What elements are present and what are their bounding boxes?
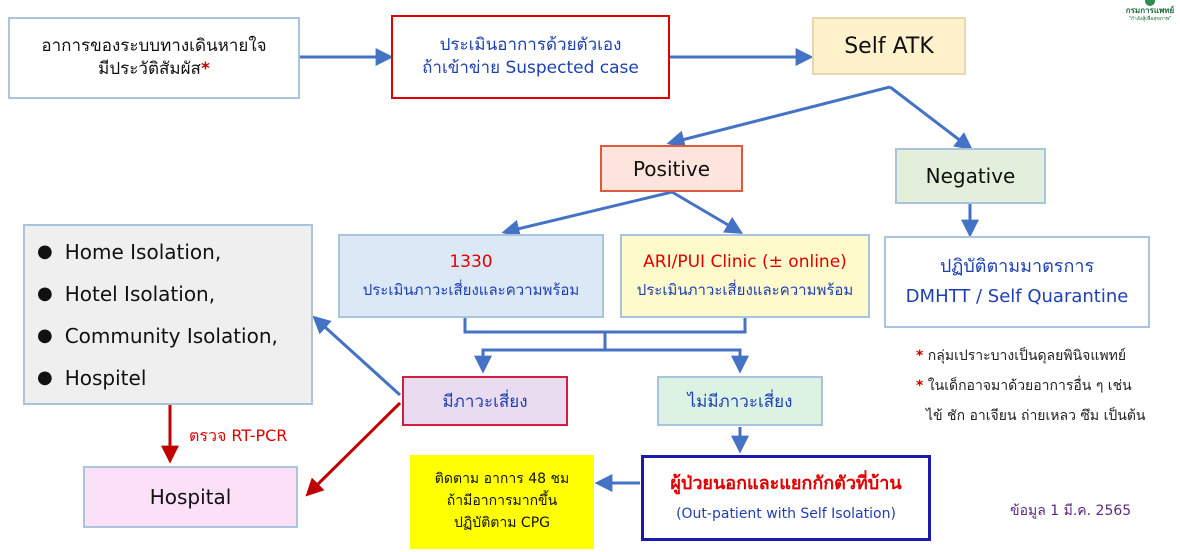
arrow-positive-to-1330 (501, 190, 673, 238)
arrow-positive-to-ari (671, 190, 744, 234)
box-1330-desc: ประเมินภาวะเสี่ยงและความพร้อม (362, 281, 580, 300)
hospital-box: Hospital (83, 466, 298, 528)
symptoms-line2: มีประวัติสัมผัส (98, 59, 201, 79)
merge-line (463, 317, 747, 334)
symptoms-line1: อาการของระบบทางเดินหายใจ (41, 36, 267, 57)
isolation-item: ●Home Isolation, (37, 239, 222, 264)
outpatient-box: ผู้ป่วยนอกและแยกกักตัวที่บ้าน (Out-patie… (641, 455, 931, 541)
arrow-atk-to-positive (666, 85, 891, 149)
arrow-merge-to-norisk (605, 348, 749, 374)
outpatient-line2: (Out-patient with Self Isolation) (676, 505, 896, 522)
positive-label: Positive (632, 156, 711, 181)
practice-line1: ปฏิบัติตามมาตรการ (939, 255, 1095, 277)
arrow-risk-to-isolation (312, 315, 402, 397)
logo: กรมการแพทย์ "กำลังสู้เพื่อสุขภาพ" (1120, 0, 1180, 28)
follow-line1: ติดตาม อาการ 48 ชม (434, 471, 570, 488)
hospital-label: Hospital (149, 485, 232, 509)
follow-line3: ปฏิบัติตาม CPG (454, 514, 550, 531)
ari-clinic-title: ARI/PUI Clinic (± online) (643, 252, 847, 273)
ari-clinic-desc: ประเมินภาวะเสี่ยงและความพร้อม (636, 281, 854, 300)
self-atk-box: Self ATK (812, 17, 966, 75)
box-1330: 1330 ประเมินภาวะเสี่ยงและความพร้อม (338, 234, 604, 318)
self-atk-label: Self ATK (844, 33, 934, 59)
practice-line2: DMHTT / Self Quarantine (905, 286, 1129, 307)
isolation-item: ●Hotel Isolation, (37, 281, 216, 306)
data-date-label: ข้อมูล 1 มี.ค. 2565 (1010, 503, 1132, 519)
note-3: ไข้ ชัก อาเจียน ถ่ายเหลว ซึม เป็นต้น (926, 408, 1146, 424)
follow-line2: ถ้ามีอาการมากขึ้น (446, 493, 558, 510)
isolation-item: ●Hospitel (37, 365, 147, 390)
no-risk-box: ไม่มีภาวะเสี่ยง (657, 376, 823, 426)
symptoms-star: * (200, 59, 210, 79)
arrow-risk-to-hospital (305, 401, 402, 497)
isolation-item: ●Community Isolation, (37, 323, 278, 348)
practice-box: ปฏิบัติตามมาตรการ DMHTT / Self Quarantin… (884, 236, 1150, 328)
self-assess-line1: ประเมินอาการด้วยตัวเอง (439, 35, 622, 56)
negative-label: Negative (925, 164, 1016, 188)
self-assessment-box: ประเมินอาการด้วยตัวเอง ถ้าเข้าข่าย Suspe… (391, 15, 670, 99)
logo-tagline: "กำลังสู้เพื่อสุขภาพ" (1128, 16, 1172, 22)
isolation-options-box: ●Home Isolation, ●Hotel Isolation, ●Comm… (23, 224, 313, 405)
box-1330-number: 1330 (449, 252, 493, 273)
no-risk-label: ไม่มีภาวะเสี่ยง (687, 391, 793, 412)
logo-emblem (1145, 0, 1155, 6)
arrow-atk-to-negative (889, 85, 973, 151)
follow-up-box: ติดตาม อาการ 48 ชม ถ้ามีอาการมากขึ้น ปฏิ… (410, 455, 594, 549)
positive-box: Positive (600, 145, 743, 192)
isolation-list: ●Home Isolation, ●Hotel Isolation, ●Comm… (37, 231, 278, 399)
note-2: * ในเด็กอาจมาด้วยอาการอื่น ๆ เช่น (916, 378, 1132, 394)
self-assess-line2: ถ้าเข้าข่าย Suspected case (422, 58, 639, 78)
note-1: * กลุ่มเปราะบางเป็นดุลยพินิจแพทย์ (916, 348, 1127, 364)
outpatient-line1: ผู้ป่วยนอกและแยกกักตัวที่บ้าน (670, 473, 902, 495)
symptoms-box: อาการของระบบทางเดินหายใจ มีประวัติสัมผัส… (8, 17, 300, 99)
risk-label: มีภาวะเสี่ยง (442, 391, 528, 412)
logo-text: กรมการแพทย์ (1125, 6, 1175, 15)
arrow-merge-to-risk (474, 348, 605, 374)
risk-box: มีภาวะเสี่ยง (402, 376, 568, 426)
negative-box: Negative (895, 148, 1046, 204)
ari-clinic-box: ARI/PUI Clinic (± online) ประเมินภาวะเสี… (620, 234, 870, 318)
rtpcr-label: ตรวจ RT-PCR (189, 426, 288, 445)
